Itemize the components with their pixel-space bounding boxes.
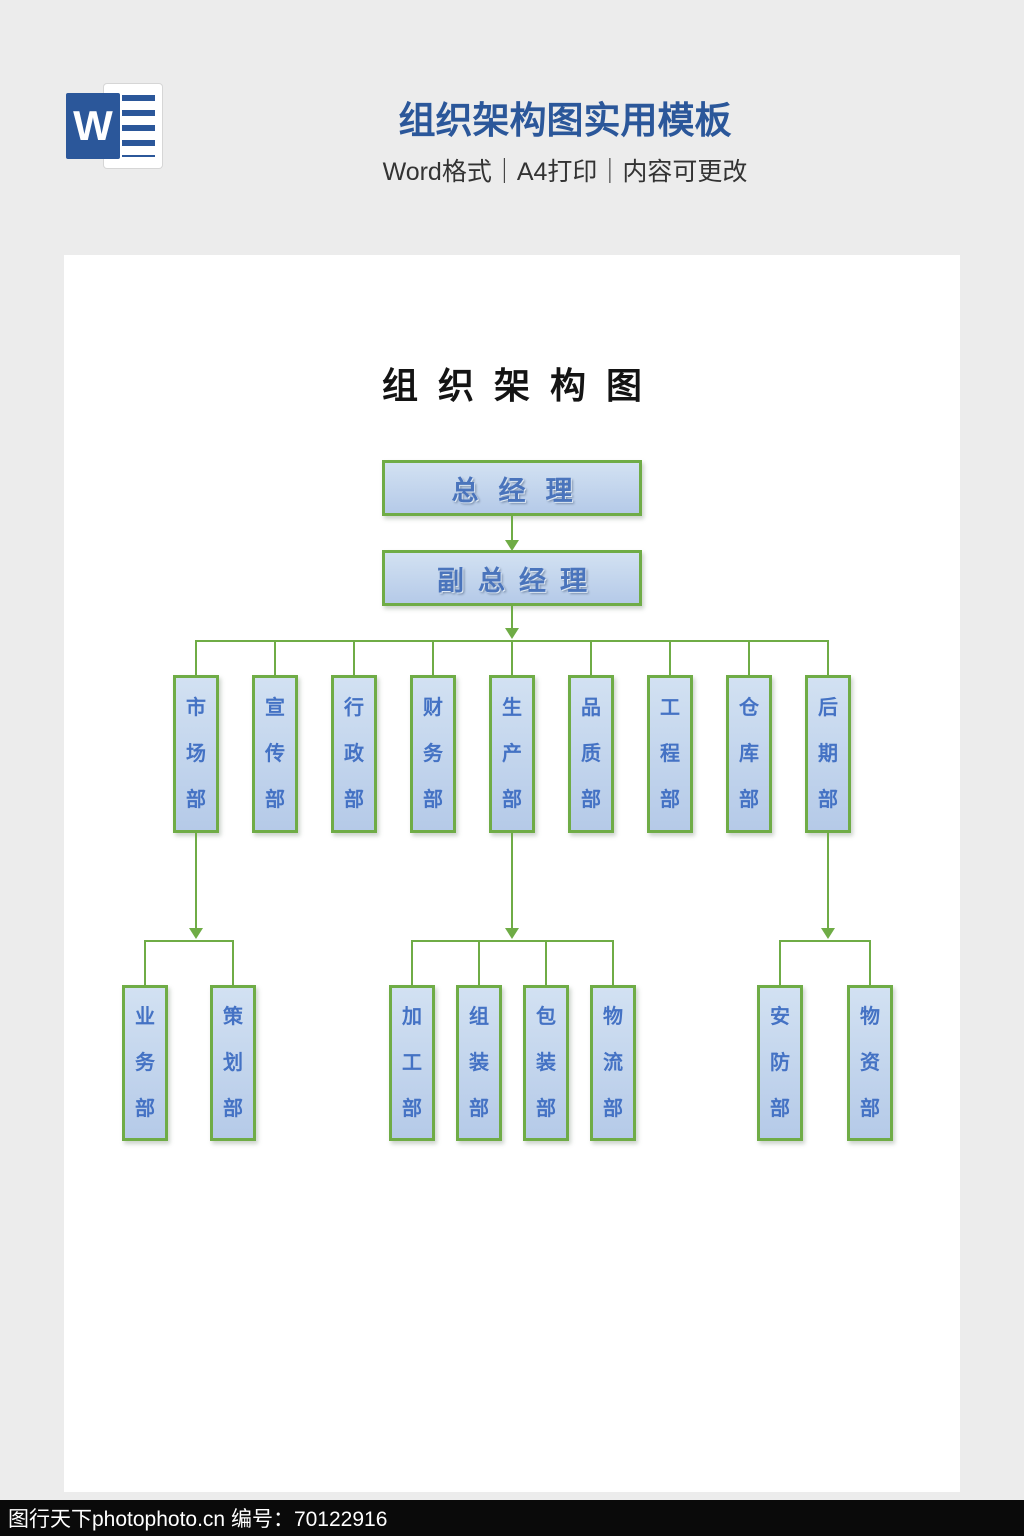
template-header: W 组织架构图实用模板 Word格式｜A4打印｜内容可更改	[0, 0, 1024, 255]
word-letter-badge: W	[66, 93, 120, 159]
connector-vline	[511, 516, 513, 542]
org-dept-box: 市场部	[173, 675, 219, 833]
connector-vline	[612, 940, 614, 985]
connector-vline	[827, 833, 829, 930]
arrow-down	[189, 928, 203, 939]
connector-vline	[144, 940, 146, 985]
org-dept-box: 后期部	[805, 675, 851, 833]
org-root-box: 总经理	[382, 460, 642, 516]
watermark-text: 图行天下photophoto.cn 编号：70122916	[8, 1508, 388, 1531]
arrow-down	[821, 928, 835, 939]
connector-vline	[545, 940, 547, 985]
connector-vline	[432, 640, 434, 675]
connector-vline	[511, 640, 513, 675]
connector-vline	[511, 606, 513, 630]
org-subdept-box: 组装部	[456, 985, 502, 1141]
org-subdept-box: 包装部	[523, 985, 569, 1141]
connector-vline	[779, 940, 781, 985]
connector-hline	[144, 940, 234, 942]
watermark-bar: 图行天下photophoto.cn 编号：70122916	[0, 1500, 1024, 1536]
org-subdept-box: 物资部	[847, 985, 893, 1141]
connector-vline	[590, 640, 592, 675]
org-dept-box: 品质部	[568, 675, 614, 833]
template-title: 组织架构图实用模板	[398, 100, 732, 141]
org-subdept-box: 物流部	[590, 985, 636, 1141]
org-dept-box: 行政部	[331, 675, 377, 833]
org-dept-box: 财务部	[410, 675, 456, 833]
org-dept-box: 宣传部	[252, 675, 298, 833]
org-subdept-box: 业务部	[122, 985, 168, 1141]
org-subdept-box: 安防部	[757, 985, 803, 1141]
template-subtitle: Word格式｜A4打印｜内容可更改	[382, 158, 748, 186]
word-icon: W	[66, 84, 164, 168]
org-dept-box: 工程部	[647, 675, 693, 833]
org-deputy-box: 副总经理	[382, 550, 642, 606]
connector-vline	[748, 640, 750, 675]
org-dept-box: 仓库部	[726, 675, 772, 833]
connector-vline	[411, 940, 413, 985]
document-page: 组织架构图 总经理 副总经理 市场部 宣传部 行政部 财务部 生产部 品质部 工…	[64, 255, 960, 1492]
connector-vline	[869, 940, 871, 985]
connector-vline	[232, 940, 234, 985]
connector-hline	[779, 940, 871, 942]
org-dept-box: 生产部	[489, 675, 535, 833]
connector-vline	[511, 833, 513, 930]
connector-vline	[669, 640, 671, 675]
connector-vline	[353, 640, 355, 675]
arrow-down	[505, 540, 519, 551]
connector-vline	[478, 940, 480, 985]
arrow-down	[505, 628, 519, 639]
org-subdept-box: 策划部	[210, 985, 256, 1141]
org-chart-title: 组织架构图	[381, 366, 662, 406]
connector-vline	[195, 640, 197, 675]
connector-vline	[195, 833, 197, 930]
connector-vline	[274, 640, 276, 675]
arrow-down	[505, 928, 519, 939]
org-subdept-box: 加工部	[389, 985, 435, 1141]
connector-hline	[411, 940, 614, 942]
connector-vline	[827, 640, 829, 675]
